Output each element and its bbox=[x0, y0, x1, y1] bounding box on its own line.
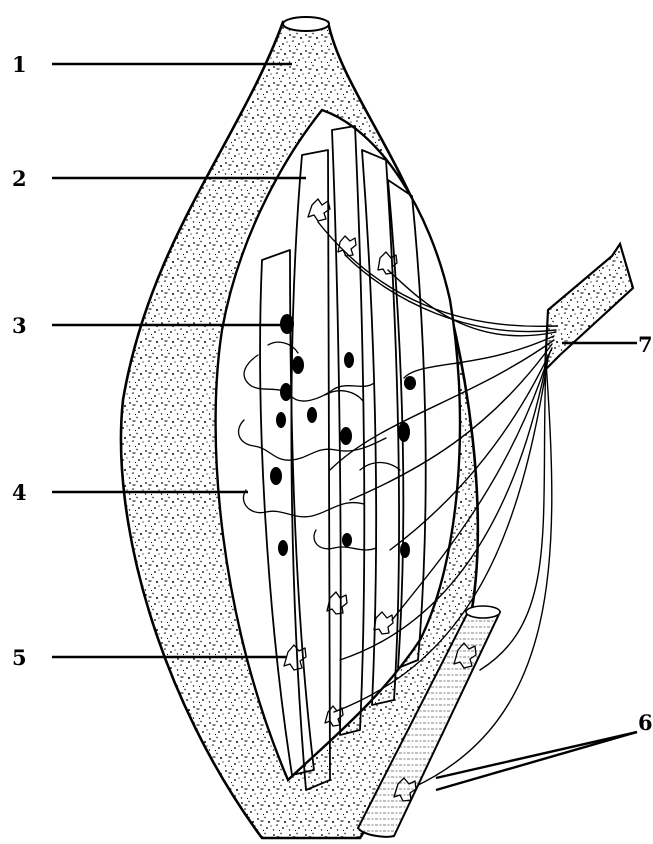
label-6: 6 bbox=[638, 710, 653, 735]
leader-line-6 bbox=[436, 732, 637, 778]
label-1: 1 bbox=[12, 52, 27, 77]
label-2: 2 bbox=[12, 166, 27, 191]
label-3: 3 bbox=[12, 313, 27, 338]
label-7: 7 bbox=[638, 332, 653, 357]
label-4: 4 bbox=[12, 480, 27, 505]
leader-line-6b bbox=[436, 732, 637, 790]
label-5: 5 bbox=[12, 645, 27, 670]
